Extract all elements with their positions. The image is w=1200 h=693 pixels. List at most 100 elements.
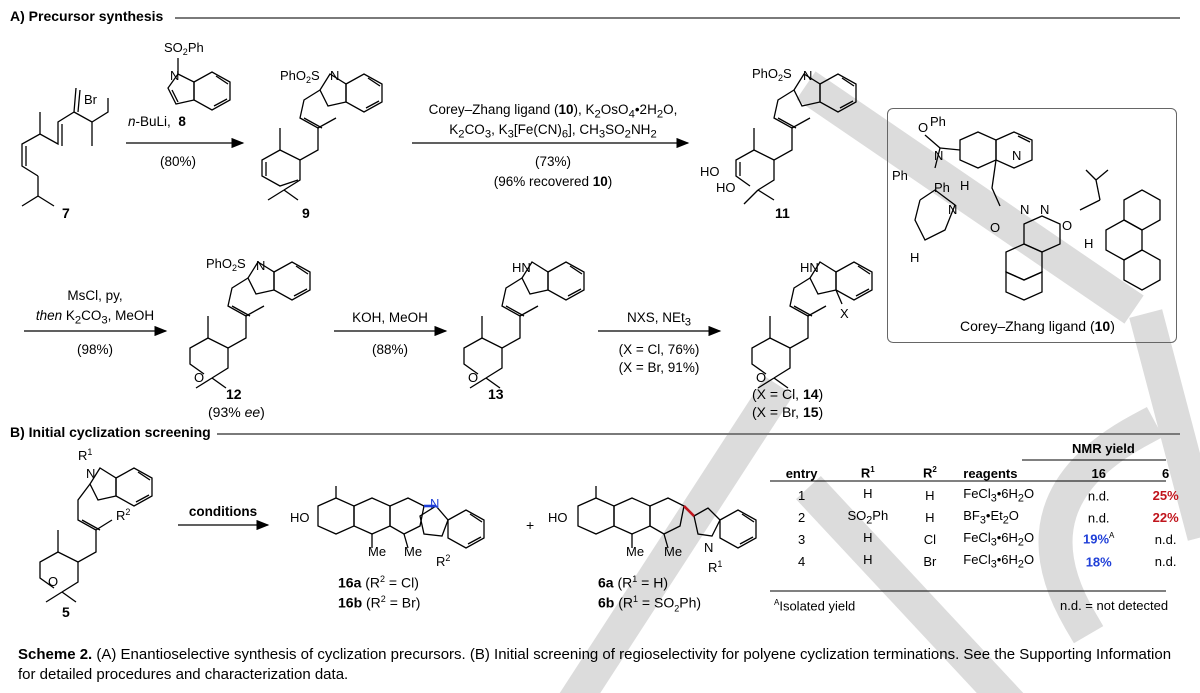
section-a-rule <box>175 17 1180 19</box>
atom-lig-nn1: N <box>1020 202 1029 217</box>
atom-lig-n2: N <box>948 202 957 217</box>
structure-14-15 <box>751 261 873 389</box>
step2-recovery: (96% recovered 10) <box>493 174 613 189</box>
atom-me2-6: Me <box>664 544 682 559</box>
atom-r1-5: R1 <box>78 447 92 463</box>
step4-yield: (88%) <box>371 342 408 357</box>
table-row: 1 H H FeCl3•6H2O n.d. 25% <box>797 485 1179 505</box>
atom-phos-11: PhO2S <box>752 66 792 83</box>
atom-lig-ph3: Ph <box>934 180 950 195</box>
step2-yield: (73%) <box>534 154 571 169</box>
label-15: (X = Br, 15) <box>752 404 824 420</box>
label-12: 12 <box>226 386 242 402</box>
atom-ho-16: HO <box>290 510 310 525</box>
atom-ho1-11: HO <box>700 164 720 179</box>
section-b-rule <box>215 433 1180 435</box>
structure-7 <box>21 87 109 207</box>
atom-o-13: O <box>468 370 478 385</box>
atom-n-8: N <box>170 68 179 83</box>
label-9: 9 <box>302 205 310 221</box>
label-6a: 6a (R1 = H) <box>598 574 668 591</box>
nmr-yield-header: NMR yield <box>1072 441 1135 456</box>
table-row: 4 H Br FeCl3•6H2O 18% n.d. <box>797 551 1177 571</box>
new-bond-6 <box>683 505 695 517</box>
step1-reagent: n-BuLi, 8 <box>128 114 186 129</box>
atom-lig-nq: N <box>1012 148 1021 163</box>
table-header-row: entry R1 R2 reagents 16 6 <box>770 462 1200 484</box>
atom-o-12: O <box>194 370 204 385</box>
step6-conditions: conditions <box>188 504 258 519</box>
atom-hn-13: HN <box>512 260 531 275</box>
atom-n-6: N <box>704 540 713 555</box>
atom-n-5: N <box>86 466 95 481</box>
atom-phos-9: PhO2S <box>280 68 320 85</box>
structure-13 <box>463 261 585 389</box>
atom-br: Br <box>84 92 98 107</box>
table-row: 3 H Cl FeCl3•6H2O 19%A n.d. <box>797 529 1177 549</box>
table-nd-note: n.d. = not detected <box>1060 598 1169 613</box>
structure-ligand-10 <box>914 131 1161 301</box>
atom-o-14: O <box>756 370 766 385</box>
header-entry: entry <box>785 465 818 481</box>
label-13: 13 <box>488 386 504 402</box>
structure-5 <box>39 467 153 603</box>
atom-lig-o: O <box>918 120 928 135</box>
header-r2: R2 <box>922 465 937 481</box>
structure-16 <box>317 486 485 549</box>
screening-table: entry R1 R2 reagents 16 6 1 H H FeCl3•6H… <box>770 462 1200 572</box>
step5-yield-br: (X = Br, 91%) <box>618 360 700 375</box>
atom-x-14: X <box>840 306 849 321</box>
label-12-ee: (93% ee) <box>208 404 265 420</box>
atom-r2-5: R2 <box>116 507 130 523</box>
atom-lig-n1: N <box>934 148 943 163</box>
structure-12 <box>189 261 311 389</box>
label-5: 5 <box>62 604 70 620</box>
atom-lig-h1: H <box>960 178 969 193</box>
ligand-caption: Corey–Zhang ligand (10) <box>960 318 1115 334</box>
atom-phos-12: PhO2S <box>206 256 246 273</box>
atom-me1-16: Me <box>368 544 386 559</box>
label-7: 7 <box>62 205 70 221</box>
atom-n-11: N <box>803 68 812 83</box>
atom-ho2-11: HO <box>716 180 736 195</box>
atom-o-5: O <box>48 574 58 589</box>
scheme-caption: Scheme 2. (A) Enantioselective synthesis… <box>18 646 1172 683</box>
atom-me1-6: Me <box>626 544 644 559</box>
step5-yield-cl: (X = Cl, 76%) <box>618 342 700 357</box>
atom-n-16: N <box>430 496 439 511</box>
table-row: 2 SO2Ph H BF3•Et2O n.d. 22% <box>797 507 1179 527</box>
atom-lig-o3: O <box>1062 218 1072 233</box>
label-11: 11 <box>775 205 790 221</box>
header-r1: R1 <box>860 465 875 481</box>
label-16a: 16a (R2 = Cl) <box>338 574 419 591</box>
table-footnote: AIsolated yield <box>774 598 856 614</box>
atom-lig-ph1: Ph <box>930 114 946 129</box>
step1-yield: (80%) <box>160 154 197 169</box>
atom-hn-14: HN <box>800 260 819 275</box>
atom-lig-h3: H <box>910 250 919 265</box>
step3-line2: then K2CO3, MeOH <box>35 308 155 327</box>
header-6: 6 <box>1162 465 1170 481</box>
step3-yield: (98%) <box>76 342 113 357</box>
plus-sign: + <box>526 517 534 533</box>
label-14: (X = Cl, 14) <box>752 386 824 402</box>
step3-line1: MsCl, py, <box>67 288 123 303</box>
header-reagents: reagents <box>963 465 1018 481</box>
structure-6 <box>577 486 757 549</box>
step2-line2: K2CO3, K3[Fe(CN)6], CH3SO2NH2 <box>449 122 657 141</box>
atom-lig-ph2: Ph <box>892 168 908 183</box>
structure-9 <box>261 73 383 201</box>
atom-me2-16: Me <box>404 544 422 559</box>
structure-8 <box>167 58 231 111</box>
label-16b: 16b (R2 = Br) <box>338 594 421 611</box>
section-a-title: A) Precursor synthesis <box>10 8 170 24</box>
atom-so2ph: SO2Ph <box>164 40 204 57</box>
atom-lig-o2: O <box>990 220 1000 235</box>
header-16: 16 <box>1091 465 1106 481</box>
step5-reagent: NXS, NEt3 <box>626 310 692 329</box>
